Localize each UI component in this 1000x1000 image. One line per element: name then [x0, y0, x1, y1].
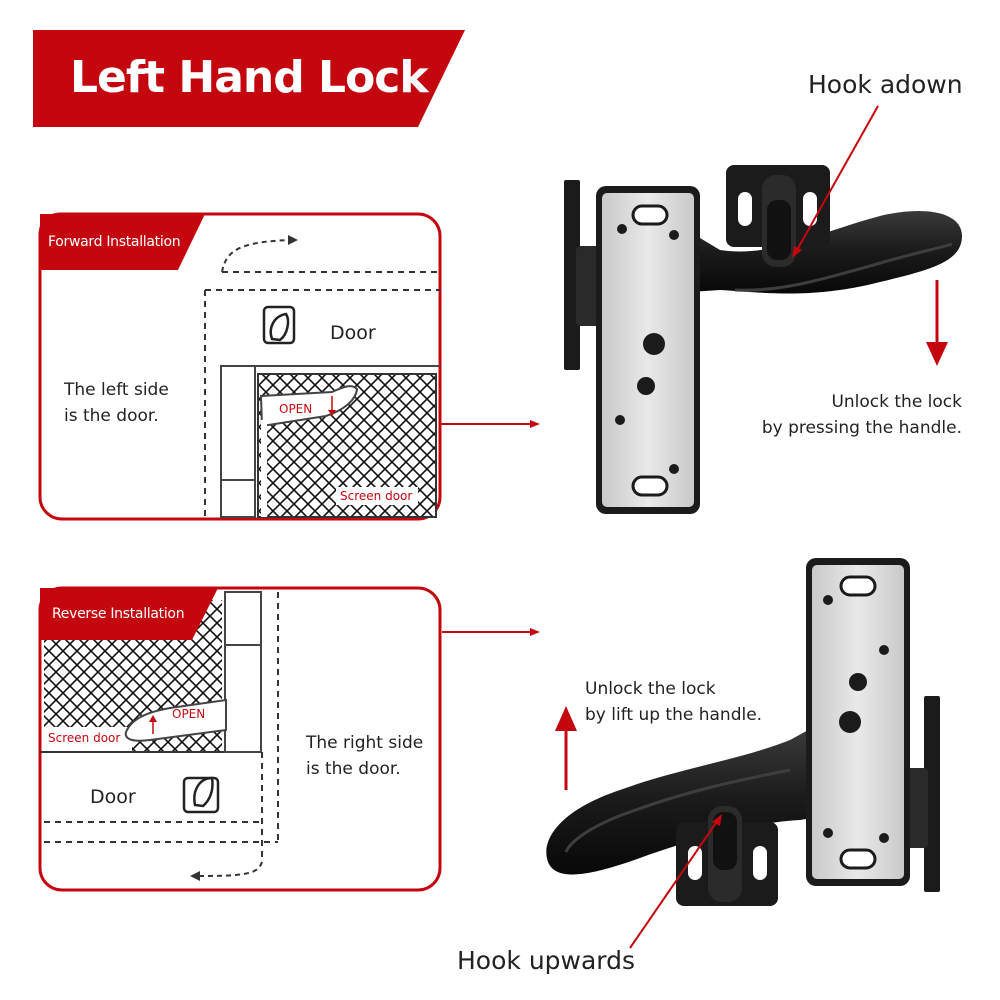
- top-latch-illustration: [564, 105, 962, 514]
- forward-screen-door-label: Screen door: [340, 489, 413, 503]
- lock-knob-icon-reverse: [182, 776, 220, 814]
- top-lock-instruction-line2: by pressing the handle.: [761, 418, 962, 438]
- connector-arrow-bottom: [442, 628, 540, 636]
- bottom-lock-instruction-line1: Unlock the lock: [585, 679, 716, 699]
- connector-arrow-top: [440, 420, 540, 428]
- hook-upwards-label: Hook upwards: [457, 946, 636, 975]
- forward-description-line2: is the door.: [64, 406, 159, 426]
- top-lock-instruction: Unlock the lock by pressing the handle.: [762, 389, 962, 441]
- reverse-installation-tag: Reverse Installation: [52, 606, 185, 622]
- forward-installation-panel: [38, 212, 442, 521]
- bottom-lock-instruction: Unlock the lock by lift up the handle.: [585, 676, 762, 728]
- title-banner: [33, 30, 465, 127]
- forward-door-label: Door: [330, 322, 376, 344]
- reverse-description-line1: The right side: [306, 733, 424, 753]
- page-title: Left Hand Lock: [70, 52, 429, 103]
- hook-adown-label: Hook adown: [808, 70, 963, 99]
- reverse-open-label: OPEN: [172, 707, 206, 721]
- reverse-tag-bg: [40, 588, 218, 640]
- top-lock-instruction-line1: Unlock the lock: [831, 392, 962, 412]
- forward-open-label: OPEN: [279, 402, 313, 416]
- forward-description-line1: The left side: [64, 380, 169, 400]
- forward-installation-tag: Forward Installation: [48, 234, 181, 250]
- reverse-installation-panel: [38, 586, 442, 892]
- forward-tag-bg: [40, 214, 205, 270]
- forward-description: The left side is the door.: [64, 377, 169, 429]
- reverse-door-label: Door: [90, 786, 136, 808]
- reverse-description: The right side is the door.: [306, 730, 423, 782]
- reverse-description-line2: is the door.: [306, 759, 401, 779]
- bottom-lock-instruction-line2: by lift up the handle.: [585, 705, 763, 725]
- lock-knob-icon: [262, 305, 296, 345]
- reverse-screen-door-label: Screen door: [48, 731, 121, 745]
- bottom-latch-illustration: [546, 558, 940, 949]
